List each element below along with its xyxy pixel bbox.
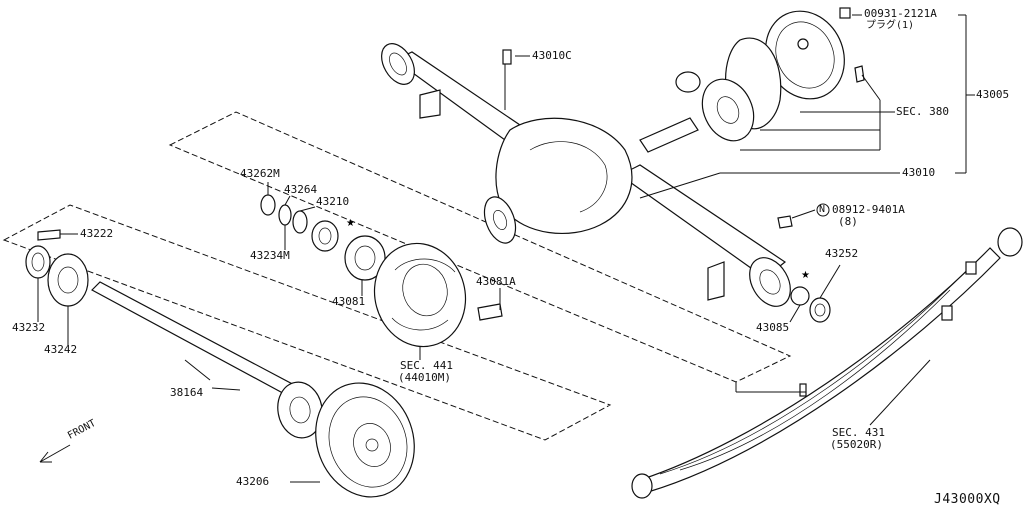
diagram-reference-code: J43000XQ [934,492,1001,507]
star-marker-right: ★ [801,270,810,281]
leaf-spring [631,227,1023,499]
axle-shaft [91,281,323,439]
part-label-43005: 43005 [976,88,1010,101]
part-label-43252: 43252 [825,247,859,260]
nut-marker-letter: N [819,204,826,215]
part-label-08912-qty: (8) [838,215,858,228]
right-seal-parts [777,215,831,323]
part-label-43232: 43232 [12,321,46,334]
dashed-group-outline-outer [2,204,612,441]
section-label-431-sub: (55020R) [830,438,883,451]
part-label-00931: 00931-2121A [864,7,937,20]
leader-lines [37,14,975,483]
part-label-43081: 43081 [332,295,366,308]
brake-drum [315,382,415,498]
section-label-380: SEC. 380 [896,105,949,118]
part-label-38164: 38164 [170,386,204,399]
bearing-stack [260,194,386,281]
section-label-441-sub: (44010M) [398,371,451,384]
part-label-43081A: 43081A [476,275,516,288]
dashed-group-outline-inner [168,111,792,383]
axle-housing [381,43,791,307]
part-label-08912: 08912-9401A [832,203,905,216]
part-label-43010: 43010 [902,166,936,179]
part-label-43010C: 43010C [532,49,572,62]
part-label-43085: 43085 [756,321,790,334]
left-seal-parts [25,229,89,307]
brake-backing-plate [373,242,503,348]
part-label-43206: 43206 [236,475,270,488]
part-label-43262M: 43262M [240,167,280,180]
nut-marker-circle [816,203,830,217]
part-label-43242: 43242 [44,343,78,356]
section-label-431: SEC. 431 [832,426,885,439]
part-label-43234M: 43234M [250,249,290,262]
part-label-plug: プラグ(1) [866,20,915,31]
differential-cover [502,7,865,153]
front-arrow-icon [39,444,71,463]
star-marker-left: ★ [346,218,355,229]
part-label-43210: 43210 [316,195,350,208]
section-label-441: SEC. 441 [400,359,453,372]
part-label-43264: 43264 [284,183,318,196]
part-label-43222: 43222 [80,227,114,240]
